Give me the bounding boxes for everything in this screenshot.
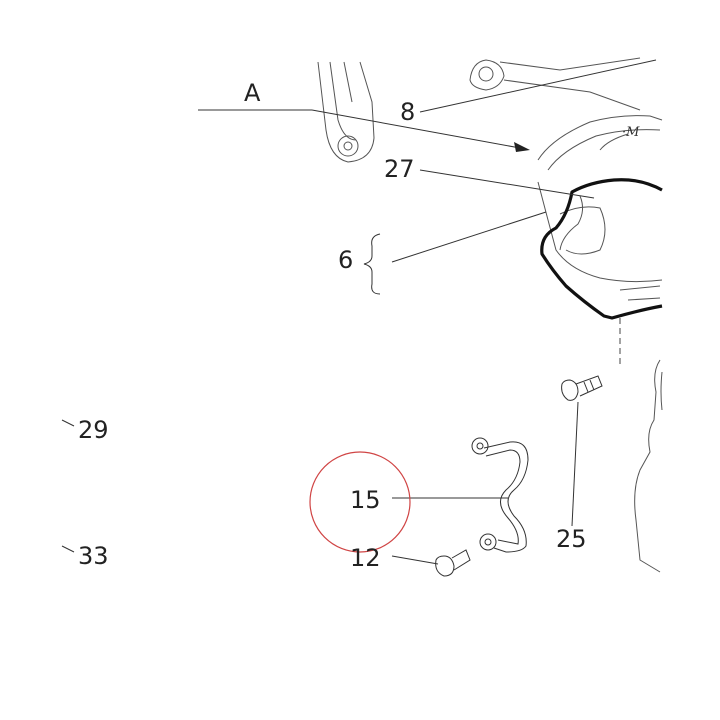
callout-12: 12: [350, 544, 381, 572]
callout-27: 27: [384, 155, 415, 183]
gasket-inner-edge: [559, 195, 584, 251]
cover-body-outline: [537, 115, 663, 301]
highlight-circle: [309, 451, 411, 553]
brace-6: [363, 233, 381, 295]
gasket-seal: [540, 178, 663, 320]
logo-mark: ·M: [622, 125, 640, 140]
leader-25: [571, 401, 579, 527]
callout-8: 8: [400, 98, 415, 126]
leader-33: [61, 545, 75, 553]
leader-27: [419, 169, 595, 199]
leader-29: [61, 419, 75, 427]
right-housing-edge: [634, 359, 663, 573]
callout-a: A: [244, 79, 261, 107]
cover-logo: ·M: [622, 125, 640, 140]
leader-12: [391, 555, 439, 565]
callout-29: 29: [78, 416, 109, 444]
hose-15: [471, 437, 529, 553]
bolt-12: [435, 549, 471, 577]
leader-6: [391, 211, 547, 263]
upper-center-boss: [469, 57, 641, 111]
leader-8: [419, 59, 657, 113]
callout-33: 33: [78, 542, 109, 570]
callout-15: 15: [350, 486, 381, 514]
upper-left-bracket: [317, 61, 375, 163]
callout-6: 6: [338, 246, 353, 274]
screw-25: [561, 375, 603, 401]
arrow-head-a: [514, 142, 530, 152]
callout-25: 25: [556, 525, 587, 553]
leader-a-arrow-line: [311, 109, 521, 149]
